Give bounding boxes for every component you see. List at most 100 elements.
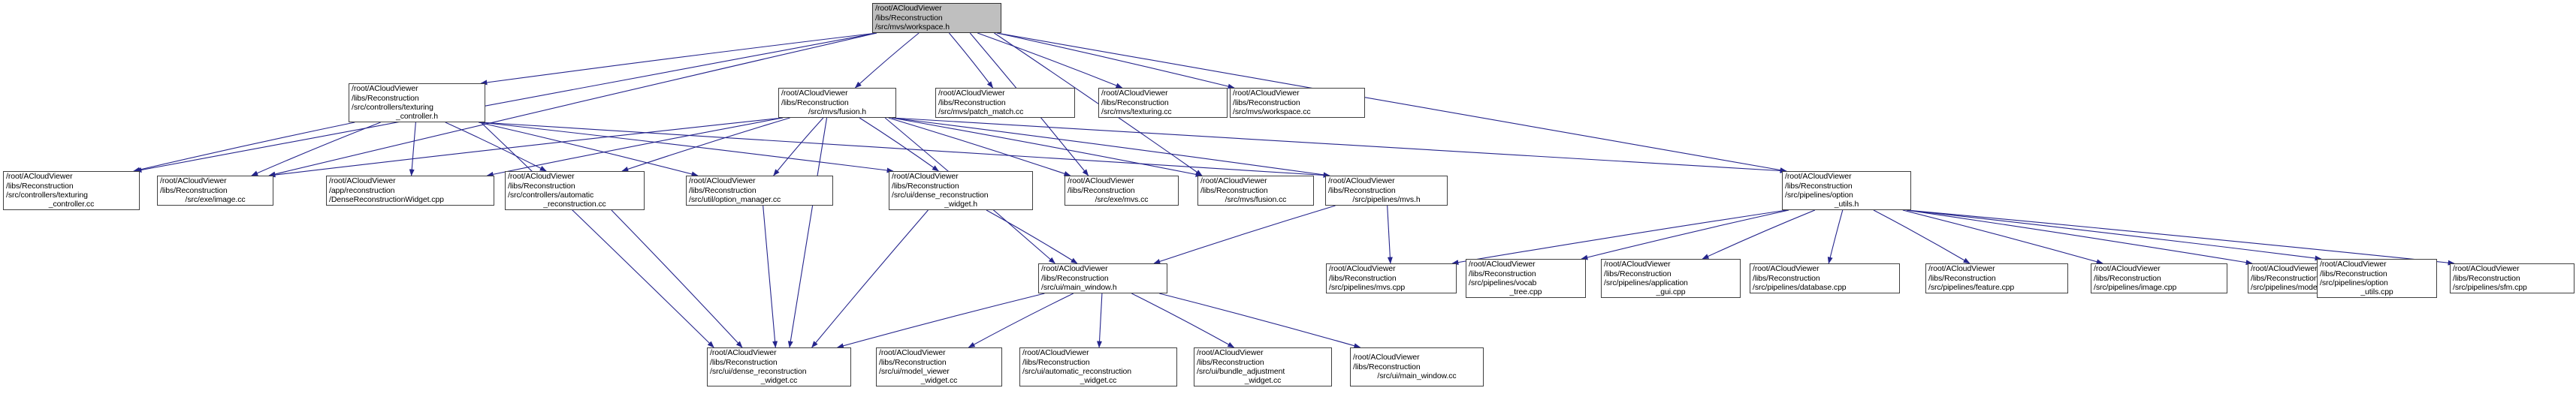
graph-edge bbox=[478, 122, 699, 177]
node-label-line: /root/ACloudViewer bbox=[1604, 260, 1671, 269]
graph-node[interactable]: /root/ACloudViewer/libs/Reconstruction/s… bbox=[1197, 176, 1314, 206]
node-label-line: /root/ACloudViewer bbox=[1329, 264, 1396, 274]
node-label-line: /root/ACloudViewer bbox=[1101, 89, 1168, 98]
graph-node[interactable]: /root/ACloudViewer/libs/Reconstruction/s… bbox=[1466, 259, 1586, 298]
graph-node[interactable]: /root/ACloudViewer/libs/Reconstruction/s… bbox=[1098, 88, 1228, 118]
node-label-line: /root/ACloudViewer bbox=[2094, 264, 2161, 274]
graph-node[interactable]: /root/ACloudViewer/libs/Reconstruction/s… bbox=[1782, 171, 1911, 210]
node-label-line: /libs/Reconstruction bbox=[1233, 98, 1300, 107]
node-label-line: _widget.cc bbox=[1244, 376, 1282, 386]
graph-edge bbox=[133, 122, 355, 173]
node-label-line: /root/ACloudViewer bbox=[160, 176, 227, 186]
graph-edge bbox=[486, 117, 784, 177]
node-label-line: /src/ui/automatic_reconstruction bbox=[1022, 367, 1132, 376]
node-label-line: /root/ACloudViewer bbox=[1197, 348, 1264, 358]
graph-edge bbox=[480, 122, 714, 348]
node-label-line: _widget.h bbox=[944, 200, 978, 209]
node-label-line: /root/ACloudViewer bbox=[1469, 260, 1536, 269]
graph-node[interactable]: /root/ACloudViewer/libs/Reconstruction/s… bbox=[1019, 347, 1177, 386]
node-label-line: /libs/Reconstruction bbox=[892, 181, 959, 191]
node-label-line: /root/ACloudViewer bbox=[6, 172, 73, 182]
graph-node[interactable]: /root/ACloudViewer/libs/Reconstruction/s… bbox=[1230, 88, 1365, 118]
graph-edge bbox=[977, 32, 1123, 89]
node-label-line: /libs/Reconstruction bbox=[2251, 273, 2318, 283]
node-label-line: /libs/Reconstruction bbox=[1197, 357, 1264, 367]
node-label-line: /root/ACloudViewer bbox=[879, 348, 946, 358]
graph-edge bbox=[1131, 293, 1235, 348]
graph-edge bbox=[773, 117, 824, 176]
graph-edge bbox=[1827, 209, 1844, 264]
graph-node[interactable]: /root/ACloudViewer/libs/Reconstruction/s… bbox=[349, 83, 485, 122]
node-label-line: /src/pipelines/option bbox=[1785, 191, 1853, 200]
node-label-line: /libs/Reconstruction bbox=[1328, 185, 1396, 195]
graph-edge bbox=[1906, 209, 2253, 266]
node-label-line: /root/ACloudViewer bbox=[1328, 176, 1395, 186]
graph-node[interactable]: /root/ACloudViewer/libs/Reconstruction/s… bbox=[1601, 259, 1741, 298]
graph-node[interactable]: /root/ACloudViewer/libs/Reconstruction/s… bbox=[1750, 263, 1900, 293]
graph-node-root[interactable]: /root/ACloudViewer/libs/Reconstruction/s… bbox=[872, 3, 1001, 33]
graph-node[interactable]: /root/ACloudViewer/libs/Reconstruction/s… bbox=[3, 171, 140, 210]
graph-edge bbox=[837, 293, 1045, 349]
graph-node[interactable]: /root/ACloudViewer/libs/Reconstruction/s… bbox=[2317, 259, 2437, 298]
graph-node[interactable]: /root/ACloudViewer/libs/Reconstruction/s… bbox=[1194, 347, 1332, 386]
node-label-line: /libs/Reconstruction bbox=[710, 357, 778, 367]
node-label-line: /src/pipelines/database.cpp bbox=[1753, 283, 1847, 293]
node-label-line: /root/ACloudViewer bbox=[1928, 264, 1995, 274]
graph-edge bbox=[888, 117, 1071, 176]
node-label-line: /DenseReconstructionWidget.cpp bbox=[329, 195, 444, 205]
node-label-line: /libs/Reconstruction bbox=[1928, 273, 1996, 283]
graph-node[interactable]: /root/ACloudViewer/libs/Reconstruction/s… bbox=[1350, 347, 1484, 386]
graph-node[interactable]: /root/ACloudViewer/app/reconstruction/De… bbox=[326, 176, 494, 206]
node-label-line: /src/exe/image.cc bbox=[185, 195, 246, 205]
graph-node[interactable]: /root/ACloudViewer/libs/Reconstruction/s… bbox=[1325, 176, 1448, 206]
graph-node[interactable]: /root/ACloudViewer/libs/Reconstruction/s… bbox=[935, 88, 1075, 118]
node-label-line: _utils.cpp bbox=[2360, 287, 2393, 297]
graph-node[interactable]: /root/ACloudViewer/libs/Reconstruction/s… bbox=[686, 176, 833, 206]
graph-edge bbox=[268, 117, 784, 178]
node-label-line: /src/controllers/texturing bbox=[6, 191, 88, 200]
graph-node[interactable]: /root/ACloudViewer/libs/Reconstruction/s… bbox=[1065, 176, 1179, 206]
node-label-line: /src/pipelines/image.cpp bbox=[2094, 283, 2177, 293]
node-label-line: /root/ACloudViewer bbox=[781, 89, 848, 98]
node-label-line: /root/ACloudViewer bbox=[1353, 353, 1420, 362]
graph-edge bbox=[891, 117, 1787, 173]
graph-edge bbox=[1097, 293, 1103, 348]
graph-edge bbox=[763, 205, 778, 348]
graph-node[interactable]: /root/ACloudViewer/libs/Reconstruction/s… bbox=[2450, 263, 2574, 293]
graph-node[interactable]: /root/ACloudViewer/libs/Reconstruction/s… bbox=[889, 171, 1033, 210]
node-label-line: /root/ACloudViewer bbox=[892, 172, 959, 182]
node-label-line: /root/ACloudViewer bbox=[710, 348, 777, 358]
node-label-line: /libs/Reconstruction bbox=[1329, 273, 1397, 283]
graph-node[interactable]: /root/ACloudViewer/libs/Reconstruction/s… bbox=[2091, 263, 2227, 293]
node-label-line: _widget.cc bbox=[1080, 376, 1117, 386]
graph-edge bbox=[1906, 209, 2322, 261]
node-label-line: /libs/Reconstruction bbox=[2094, 273, 2161, 283]
graph-edge bbox=[1902, 209, 2103, 265]
node-label-line: /src/pipelines/model.cpp bbox=[2251, 283, 2334, 293]
graph-node[interactable]: /root/ACloudViewer/libs/Reconstruction/s… bbox=[1326, 263, 1457, 293]
node-label-line: /root/ACloudViewer bbox=[1022, 348, 1089, 358]
graph-node[interactable]: /root/ACloudViewer/libs/Reconstruction/s… bbox=[505, 171, 645, 210]
graph-node[interactable]: /root/ACloudViewer/libs/Reconstruction/s… bbox=[1038, 263, 1167, 293]
node-label-line: /root/ACloudViewer bbox=[508, 172, 575, 182]
graph-edge bbox=[787, 117, 828, 348]
node-label-line: /src/pipelines/mvs.h bbox=[1352, 195, 1421, 205]
node-label-line: /libs/Reconstruction bbox=[875, 13, 943, 23]
node-label-line: /libs/Reconstruction bbox=[879, 357, 947, 367]
graph-edge bbox=[611, 209, 743, 348]
graph-edge bbox=[251, 122, 381, 176]
node-label-line: /src/mvs/patch_match.cc bbox=[938, 107, 1024, 117]
node-label-line: /libs/Reconstruction bbox=[1022, 357, 1090, 367]
graph-node[interactable]: /root/ACloudViewer/libs/Reconstruction/s… bbox=[1925, 263, 2068, 293]
node-label-line: /src/mvs/fusion.cc bbox=[1225, 195, 1287, 205]
graph-node[interactable]: /root/ACloudViewer/libs/Reconstruction/s… bbox=[707, 347, 851, 386]
node-label-line: /libs/Reconstruction bbox=[2320, 269, 2387, 278]
graph-edge bbox=[968, 293, 1074, 348]
graph-node[interactable]: /root/ACloudViewer/libs/Reconstruction/s… bbox=[876, 347, 1002, 386]
node-label-line: /root/ACloudViewer bbox=[2251, 264, 2318, 274]
node-label-line: /root/ACloudViewer bbox=[938, 89, 1005, 98]
node-label-line: /libs/Reconstruction bbox=[781, 98, 849, 107]
graph-node[interactable]: /root/ACloudViewer/libs/Reconstruction/s… bbox=[778, 88, 896, 118]
graph-node[interactable]: /root/ACloudViewer/libs/Reconstruction/s… bbox=[157, 176, 273, 206]
